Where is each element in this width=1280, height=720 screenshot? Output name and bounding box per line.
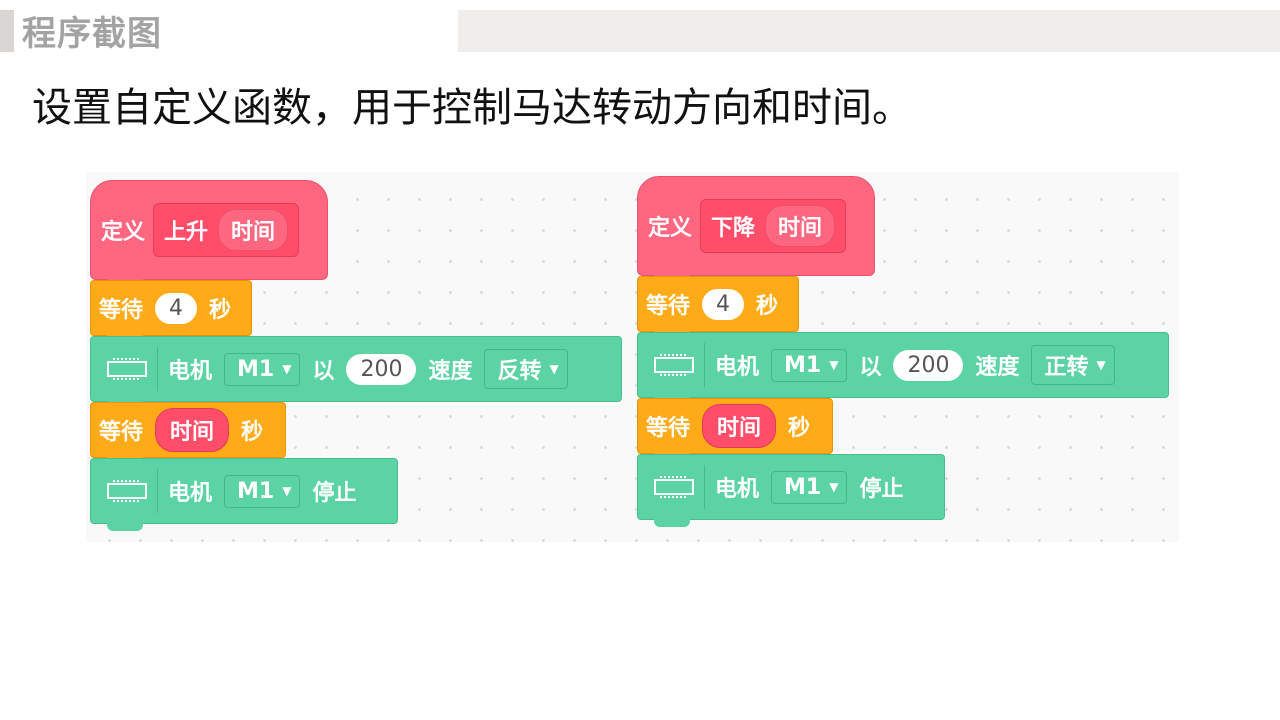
speed-input[interactable]: 200: [893, 349, 964, 381]
direction-dropdown[interactable]: 正转 ▼: [1031, 345, 1115, 385]
define-label: 定义: [648, 216, 693, 241]
header-band: [458, 10, 1280, 52]
chevron-down-icon: ▼: [829, 358, 839, 372]
port-value: M1: [784, 474, 822, 500]
motor-label: 电机: [168, 359, 213, 384]
wait-label: 等待: [99, 298, 144, 323]
wait-block[interactable]: 等待 4 秒: [90, 280, 252, 343]
speed-label: 速度: [975, 355, 1020, 380]
motor-run-block[interactable]: 电机 M1 ▼ 以 200 速度 反转 ▼: [90, 336, 622, 409]
page-title: 程序截图: [22, 14, 162, 54]
chevron-down-icon: ▼: [549, 362, 559, 376]
stop-label: 停止: [859, 477, 904, 502]
wait-time-reporter[interactable]: 时间: [702, 404, 777, 448]
motor-port-dropdown[interactable]: M1 ▼: [771, 470, 848, 504]
wait-label: 等待: [646, 294, 691, 319]
motor-label: 电机: [715, 477, 760, 502]
wait-seconds-input[interactable]: 4: [702, 288, 745, 320]
chevron-down-icon: ▼: [282, 484, 292, 498]
function-prototype[interactable]: 下降 时间: [700, 199, 847, 253]
speed-input[interactable]: 200: [346, 353, 417, 385]
speed-label: 速度: [428, 359, 473, 384]
direction-dropdown[interactable]: 反转 ▼: [484, 349, 568, 389]
stop-label: 停止: [312, 481, 357, 506]
motor-icon: [644, 343, 705, 387]
wait-label: 等待: [99, 420, 144, 445]
slide-subtitle: 设置自定义函数，用于控制马达转动方向和时间。: [32, 85, 912, 131]
function-name: 下降: [711, 216, 756, 241]
param-time[interactable]: 时间: [218, 209, 289, 251]
motor-port-dropdown[interactable]: M1 ▼: [224, 474, 301, 508]
direction-value: 正转: [1044, 355, 1089, 380]
seconds-unit: 秒: [756, 294, 779, 319]
chevron-down-icon: ▼: [829, 480, 839, 494]
header-accent-bar: [0, 10, 14, 52]
chevron-down-icon: ▼: [1096, 358, 1106, 372]
chevron-down-icon: ▼: [282, 362, 292, 376]
wait-param-block[interactable]: 等待 时间 秒: [90, 402, 286, 465]
motor-stop-block[interactable]: 电机 M1 ▼ 停止: [637, 454, 945, 527]
function-prototype[interactable]: 上升 时间: [153, 203, 300, 257]
seconds-unit: 秒: [241, 420, 264, 445]
port-value: M1: [237, 356, 275, 382]
wait-seconds-input[interactable]: 4: [155, 292, 198, 324]
motor-icon: [644, 465, 705, 509]
motor-icon: [97, 347, 158, 391]
motor-stop-block[interactable]: 电机 M1 ▼ 停止: [90, 458, 398, 531]
function-name: 上升: [164, 220, 209, 245]
block-notch: [107, 523, 143, 531]
wait-block[interactable]: 等待 4 秒: [637, 276, 799, 339]
block-notch: [654, 519, 690, 527]
define-block[interactable]: 定义 下降 时间: [637, 176, 875, 283]
wait-time-reporter[interactable]: 时间: [155, 408, 230, 452]
motor-port-dropdown[interactable]: M1 ▼: [771, 348, 848, 382]
param-time[interactable]: 时间: [765, 205, 836, 247]
motor-label: 电机: [715, 355, 760, 380]
with-label: 以: [859, 355, 882, 380]
wait-param-block[interactable]: 等待 时间 秒: [637, 398, 833, 461]
port-value: M1: [237, 478, 275, 504]
direction-value: 反转: [497, 359, 542, 384]
seconds-unit: 秒: [788, 416, 811, 441]
define-block[interactable]: 定义 上升 时间: [90, 180, 328, 287]
motor-icon: [97, 469, 158, 513]
with-label: 以: [312, 359, 335, 384]
block-canvas[interactable]: 定义 上升 时间 等待 4 秒 电机 M1▼ 以 20: [86, 172, 1179, 542]
motor-label: 电机: [168, 481, 213, 506]
motor-port-dropdown[interactable]: M1 ▼: [224, 352, 301, 386]
motor-run-block[interactable]: 电机 M1 ▼ 以 200 速度 正转 ▼: [637, 332, 1169, 405]
seconds-unit: 秒: [209, 298, 232, 323]
wait-label: 等待: [646, 416, 691, 441]
port-value: M1: [784, 352, 822, 378]
define-label: 定义: [101, 220, 146, 245]
